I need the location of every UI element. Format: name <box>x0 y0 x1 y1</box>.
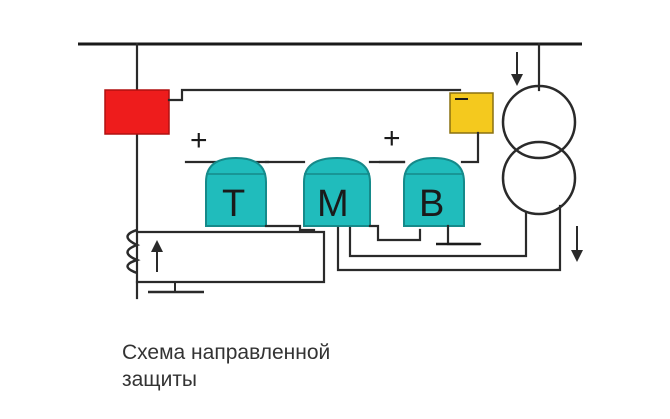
trip-circuit-wire <box>167 88 462 102</box>
voltage-transformer-upper <box>501 84 577 160</box>
relay-t: Т <box>205 156 267 227</box>
relay-m-to-v-wire <box>368 224 422 242</box>
ct-secondary-upper <box>135 230 326 282</box>
current-transformer-coil <box>126 228 141 275</box>
vt-secondary-outer <box>336 204 562 272</box>
caption-line-1: Схема направленной <box>122 341 331 364</box>
caption-line-2: защиты <box>122 368 198 391</box>
voltage-transformer-lower <box>501 140 577 216</box>
circuit-breaker <box>104 89 170 135</box>
relay-t-body <box>205 156 267 227</box>
relay-m-label: М <box>317 183 349 225</box>
vt-arrow-top-icon <box>511 74 523 86</box>
relay-v: В <box>403 156 465 227</box>
plus-sign-right: + <box>383 122 401 155</box>
relay-t-to-m-wire <box>264 224 316 232</box>
ct-arrow-icon <box>151 240 163 252</box>
plus-sign-left: + <box>190 124 208 157</box>
relay-v-label: В <box>419 183 444 225</box>
vt-arrow-bottom-icon <box>571 250 583 262</box>
relay-m-body <box>303 156 371 227</box>
relay-m: М <box>303 156 371 227</box>
relay-v-body <box>403 156 465 227</box>
relay-v-minus-wire <box>446 224 482 246</box>
relay-t-label: Т <box>222 183 245 225</box>
vt-secondary-inner <box>348 210 528 258</box>
output-wire <box>460 131 480 164</box>
diagram-caption: Схема направленной защиты <box>122 339 330 393</box>
